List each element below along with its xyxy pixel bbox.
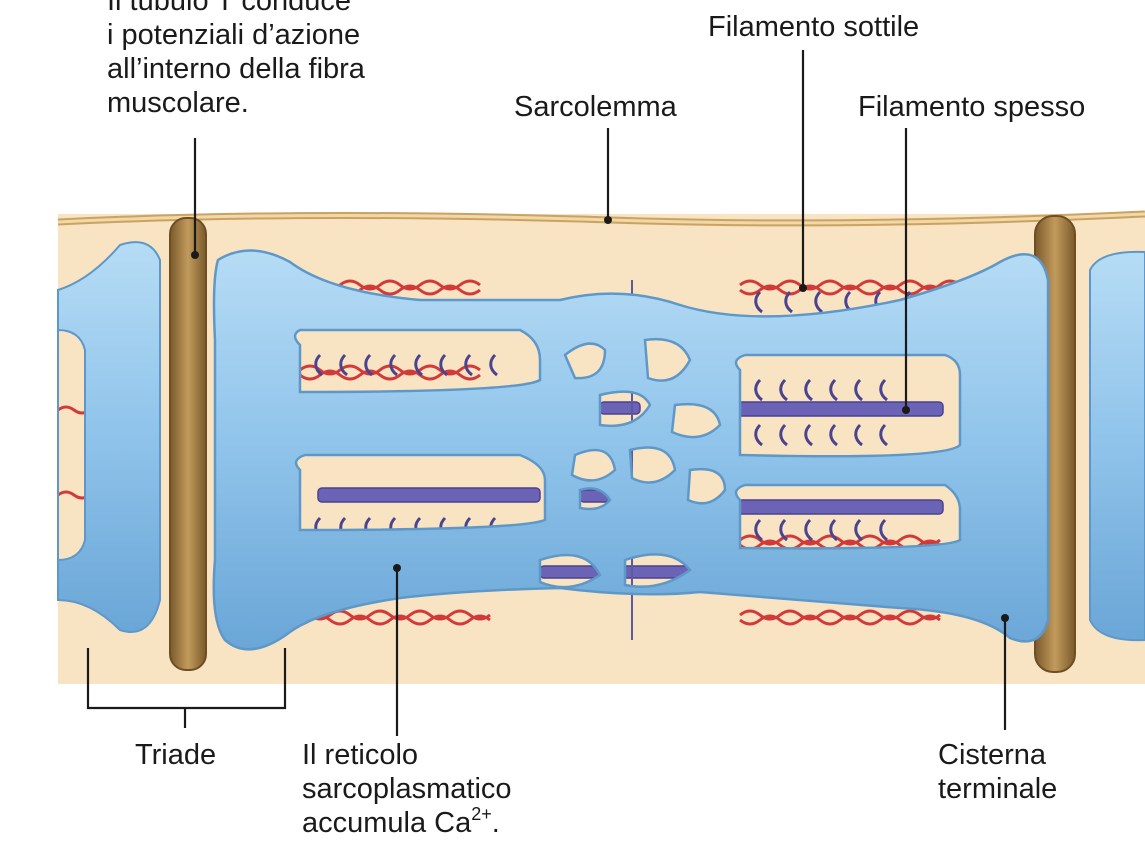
label-terminal-cistern: Cisterna terminale (938, 738, 1057, 806)
label-t-tubule: Il tubulo T conduce i potenziali d’azion… (107, 0, 365, 120)
t-tubule-left (170, 218, 206, 670)
label-sarcoplasmic-reticulum: Il reticolo sarcoplasmatico accumula Ca2… (302, 738, 512, 840)
label-sarcolemma: Sarcolemma (514, 90, 677, 124)
label-thick-filament: Filamento spesso (858, 90, 1085, 124)
sarcoplasmic-reticulum-right (1090, 252, 1145, 640)
label-triad: Triade (135, 738, 216, 772)
label-thin-filament: Filamento sottile (708, 10, 919, 44)
